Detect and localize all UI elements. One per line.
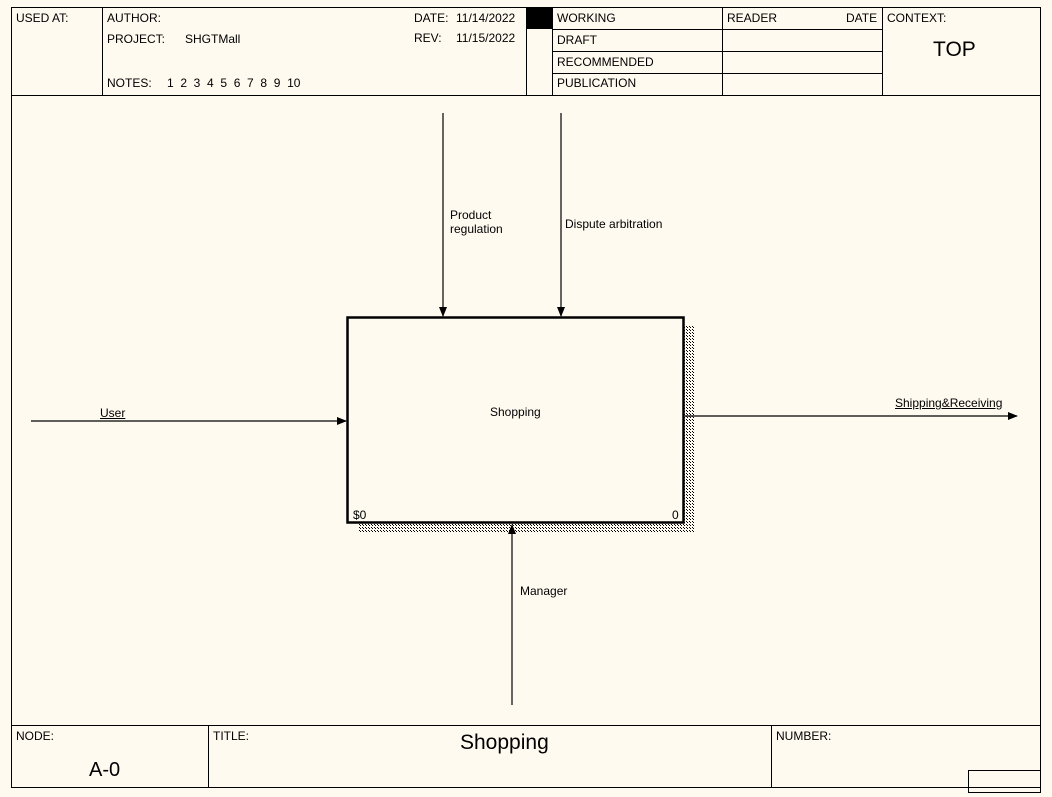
context-label: CONTEXT: — [887, 11, 947, 25]
author-label: AUTHOR: — [107, 11, 161, 25]
title-label: TITLE: — [213, 729, 250, 743]
working-status-marker — [527, 8, 552, 29]
status-publication[interactable]: PUBLICATION — [557, 76, 637, 90]
reader-label: READER — [727, 11, 778, 25]
date-label: DATE: — [414, 11, 449, 25]
activity-label[interactable]: Shopping — [490, 405, 541, 419]
control-label-product-regulation[interactable]: Product regulation — [450, 208, 503, 236]
notes-numbers[interactable]: 1 2 3 4 5 6 7 8 9 10 — [167, 76, 301, 90]
status-recommended[interactable]: RECOMMENDED — [557, 55, 654, 69]
control-label-dispute-arbitration[interactable]: Dispute arbitration — [565, 217, 663, 231]
activity-cost: $0 — [353, 508, 367, 522]
node-value: A-0 — [89, 759, 121, 781]
activity-box[interactable] — [346, 316, 685, 524]
rev-label: REV: — [414, 31, 442, 45]
page-title: Shopping — [460, 731, 549, 754]
status-working[interactable]: WORKING — [557, 11, 616, 25]
notes-label: NOTES: — [107, 76, 152, 90]
rev-value: 11/15/2022 — [456, 31, 516, 45]
reader-date-label: DATE — [846, 11, 878, 25]
node-label: NODE: — [16, 729, 55, 743]
project-label: PROJECT: — [107, 32, 166, 46]
number-label: NUMBER: — [776, 729, 832, 743]
footer-grid — [11, 725, 1041, 793]
activity-box-shadow-right — [684, 326, 694, 532]
project-value[interactable]: SHGTMall — [185, 32, 241, 46]
used-at-label: USED AT: — [16, 11, 69, 25]
input-label-user[interactable]: User — [100, 406, 126, 420]
context-value: TOP — [933, 38, 976, 61]
date-value: 11/14/2022 — [456, 11, 516, 25]
mechanism-label-manager[interactable]: Manager — [520, 584, 568, 598]
output-label-shipping[interactable]: Shipping&Receiving — [895, 396, 1003, 410]
status-draft[interactable]: DRAFT — [557, 33, 597, 47]
activity-box-shadow-bottom — [358, 522, 694, 532]
activity-number: 0 — [672, 508, 679, 522]
